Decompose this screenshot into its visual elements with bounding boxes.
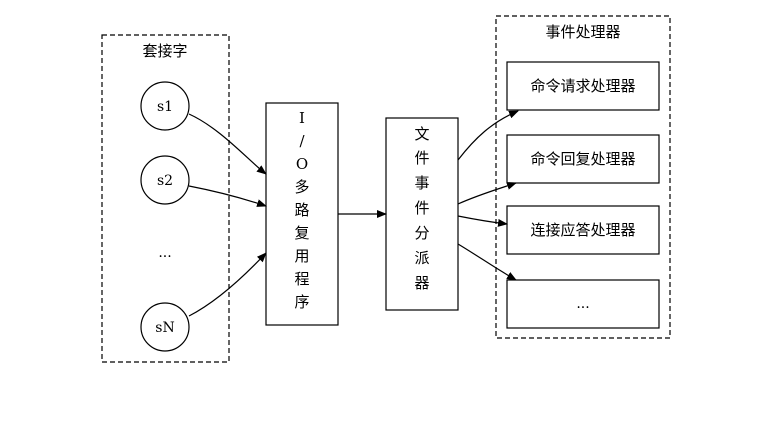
- dispatcher-char: 分: [414, 224, 429, 242]
- io-multiplexer-node: I / O 多 路 复 用 程 序: [265, 102, 339, 326]
- handler-label: 连接应答处理器: [530, 221, 635, 239]
- io-char: /: [299, 132, 305, 150]
- handler-node-more: ...: [506, 279, 660, 329]
- dispatcher-char: 事: [414, 174, 429, 192]
- socket-label: s1: [157, 99, 173, 115]
- edge-s1-to-io: [188, 113, 267, 175]
- socket-node-sn: sN: [140, 302, 190, 352]
- handler-node-connect-accept: 连接应答处理器: [506, 205, 660, 255]
- handler-ellipsis: ...: [576, 296, 589, 312]
- dispatcher-char: 件: [414, 199, 429, 217]
- socket-label: sN: [155, 320, 174, 336]
- edge-s2-to-io: [188, 185, 267, 207]
- dispatcher-char: 派: [414, 249, 429, 267]
- handler-node-command-reply: 命令回复处理器: [506, 134, 660, 184]
- handlers-cluster-label: 事件处理器: [545, 23, 620, 41]
- dispatcher-char: 件: [414, 149, 429, 167]
- sockets-cluster-label: 套接字: [142, 42, 187, 60]
- io-char: I: [299, 109, 305, 127]
- io-char: 复: [294, 224, 309, 242]
- edge-dispatcher-to-more: [457, 243, 517, 281]
- io-char: 路: [294, 201, 309, 219]
- edge-dispatcher-to-connect: [457, 215, 508, 227]
- edge-dispatcher-to-request: [457, 110, 519, 161]
- socket-label: s2: [157, 173, 173, 189]
- socket-ellipsis: ...: [158, 245, 171, 261]
- handlers-cluster: 事件处理器: [495, 15, 671, 339]
- event-dispatcher-node: 文 件 事 件 分 派 器: [385, 117, 459, 311]
- socket-node-s1: s1: [140, 81, 190, 131]
- edge-sn-to-io: [188, 252, 267, 317]
- io-char: 用: [294, 247, 309, 265]
- edge-dispatcher-to-reply: [457, 182, 517, 205]
- dispatcher-char: 文: [414, 125, 429, 143]
- socket-node-s2: s2: [140, 155, 190, 205]
- handler-node-command-request: 命令请求处理器: [506, 61, 660, 111]
- io-char: 多: [294, 178, 309, 196]
- io-char: 序: [294, 293, 309, 311]
- io-char: O: [296, 155, 308, 173]
- handler-label: 命令回复处理器: [530, 150, 635, 168]
- handler-label: 命令请求处理器: [530, 77, 635, 95]
- dispatcher-char: 器: [414, 274, 429, 292]
- io-char: 程: [294, 270, 309, 288]
- sockets-cluster: 套接字: [101, 34, 230, 363]
